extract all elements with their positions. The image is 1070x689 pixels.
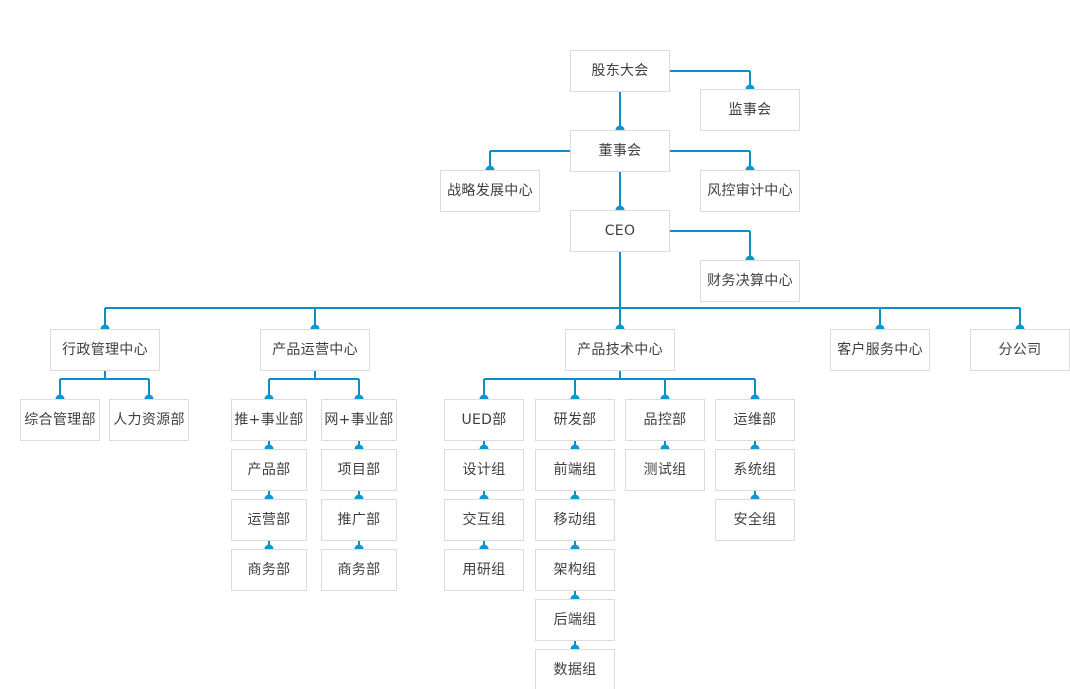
org-node-prodtech[interactable]: 产品技术中心 bbox=[565, 329, 675, 371]
org-node-rnd[interactable]: 研发部 bbox=[535, 399, 615, 441]
org-node-board[interactable]: 董事会 bbox=[570, 130, 670, 172]
org-node-label: UED部 bbox=[461, 411, 507, 428]
org-node-label: 产品运营中心 bbox=[272, 341, 358, 358]
org-node-label: 品控部 bbox=[643, 411, 687, 428]
org-node-label: 产品技术中心 bbox=[577, 341, 663, 358]
org-node-devops[interactable]: 运维部 bbox=[715, 399, 795, 441]
org-node-label: 监事会 bbox=[728, 101, 772, 118]
org-node-hr[interactable]: 人力资源部 bbox=[109, 399, 189, 441]
org-node-label: 股东大会 bbox=[591, 62, 649, 79]
org-node-interaction[interactable]: 交互组 bbox=[444, 499, 524, 541]
org-node-project[interactable]: 项目部 bbox=[321, 449, 397, 491]
org-node-business1[interactable]: 商务部 bbox=[231, 549, 307, 591]
org-node-label: 推广部 bbox=[337, 511, 381, 528]
org-node-strategy[interactable]: 战略发展中心 bbox=[440, 170, 540, 212]
org-node-label: 后端组 bbox=[553, 611, 597, 628]
org-node-finance[interactable]: 财务决算中心 bbox=[700, 260, 800, 302]
org-node-label: 风控审计中心 bbox=[707, 182, 793, 199]
org-node-label: 用研组 bbox=[462, 561, 506, 578]
org-node-label: 架构组 bbox=[553, 561, 597, 578]
org-node-business2[interactable]: 商务部 bbox=[321, 549, 397, 591]
org-node-testing[interactable]: 测试组 bbox=[625, 449, 705, 491]
org-node-prodops[interactable]: 产品运营中心 bbox=[260, 329, 370, 371]
org-node-architecture[interactable]: 架构组 bbox=[535, 549, 615, 591]
org-node-label: 数据组 bbox=[553, 661, 597, 678]
org-node-label: 前端组 bbox=[553, 461, 597, 478]
org-node-ceo[interactable]: CEO bbox=[570, 210, 670, 252]
org-node-label: 客户服务中心 bbox=[837, 341, 923, 358]
org-node-userresearch[interactable]: 用研组 bbox=[444, 549, 524, 591]
org-node-data[interactable]: 数据组 bbox=[535, 649, 615, 689]
org-node-label: 研发部 bbox=[553, 411, 597, 428]
org-node-label: 移动组 bbox=[553, 511, 597, 528]
org-node-shareholders[interactable]: 股东大会 bbox=[570, 50, 670, 92]
org-node-promotion[interactable]: 推广部 bbox=[321, 499, 397, 541]
org-node-riskaudit[interactable]: 风控审计中心 bbox=[700, 170, 800, 212]
org-node-general[interactable]: 综合管理部 bbox=[20, 399, 100, 441]
org-node-label: 商务部 bbox=[337, 561, 381, 578]
org-node-label: 财务决算中心 bbox=[707, 272, 793, 289]
org-node-backend[interactable]: 后端组 bbox=[535, 599, 615, 641]
org-node-ued[interactable]: UED部 bbox=[444, 399, 524, 441]
org-node-label: 人力资源部 bbox=[113, 411, 185, 428]
org-node-label: 交互组 bbox=[462, 511, 506, 528]
org-node-security[interactable]: 安全组 bbox=[715, 499, 795, 541]
org-node-frontend[interactable]: 前端组 bbox=[535, 449, 615, 491]
org-node-label: 运营部 bbox=[247, 511, 291, 528]
org-node-design[interactable]: 设计组 bbox=[444, 449, 524, 491]
org-node-label: 综合管理部 bbox=[24, 411, 96, 428]
org-node-label: 推+事业部 bbox=[234, 411, 304, 428]
org-node-operation[interactable]: 运营部 bbox=[231, 499, 307, 541]
org-node-label: 行政管理中心 bbox=[62, 341, 148, 358]
org-node-label: 分公司 bbox=[998, 341, 1042, 358]
org-node-label: 运维部 bbox=[733, 411, 777, 428]
org-node-label: 设计组 bbox=[462, 461, 506, 478]
org-node-label: 网+事业部 bbox=[324, 411, 394, 428]
org-node-product[interactable]: 产品部 bbox=[231, 449, 307, 491]
org-node-label: 测试组 bbox=[643, 461, 687, 478]
org-node-wang[interactable]: 网+事业部 bbox=[321, 399, 397, 441]
org-node-label: 安全组 bbox=[733, 511, 777, 528]
org-node-admin[interactable]: 行政管理中心 bbox=[50, 329, 160, 371]
org-node-mobile[interactable]: 移动组 bbox=[535, 499, 615, 541]
org-node-systems[interactable]: 系统组 bbox=[715, 449, 795, 491]
org-node-label: 项目部 bbox=[337, 461, 381, 478]
org-node-label: CEO bbox=[604, 222, 636, 239]
org-node-supervisors[interactable]: 监事会 bbox=[700, 89, 800, 131]
org-node-label: 系统组 bbox=[733, 461, 777, 478]
org-node-branch[interactable]: 分公司 bbox=[970, 329, 1070, 371]
org-node-qa[interactable]: 品控部 bbox=[625, 399, 705, 441]
org-node-tui[interactable]: 推+事业部 bbox=[231, 399, 307, 441]
org-node-label: 产品部 bbox=[247, 461, 291, 478]
org-node-label: 商务部 bbox=[247, 561, 291, 578]
org-node-custserv[interactable]: 客户服务中心 bbox=[830, 329, 930, 371]
org-node-label: 董事会 bbox=[598, 142, 642, 159]
org-node-label: 战略发展中心 bbox=[447, 182, 533, 199]
